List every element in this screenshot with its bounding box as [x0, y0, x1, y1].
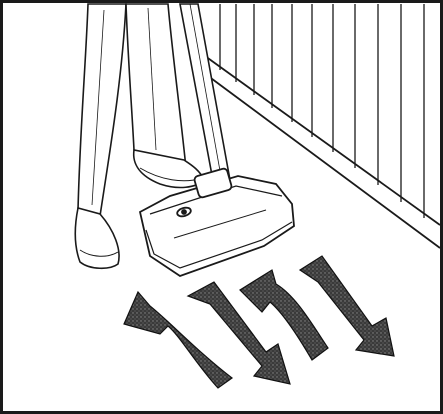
vacuum-usage-illustration [0, 0, 443, 414]
